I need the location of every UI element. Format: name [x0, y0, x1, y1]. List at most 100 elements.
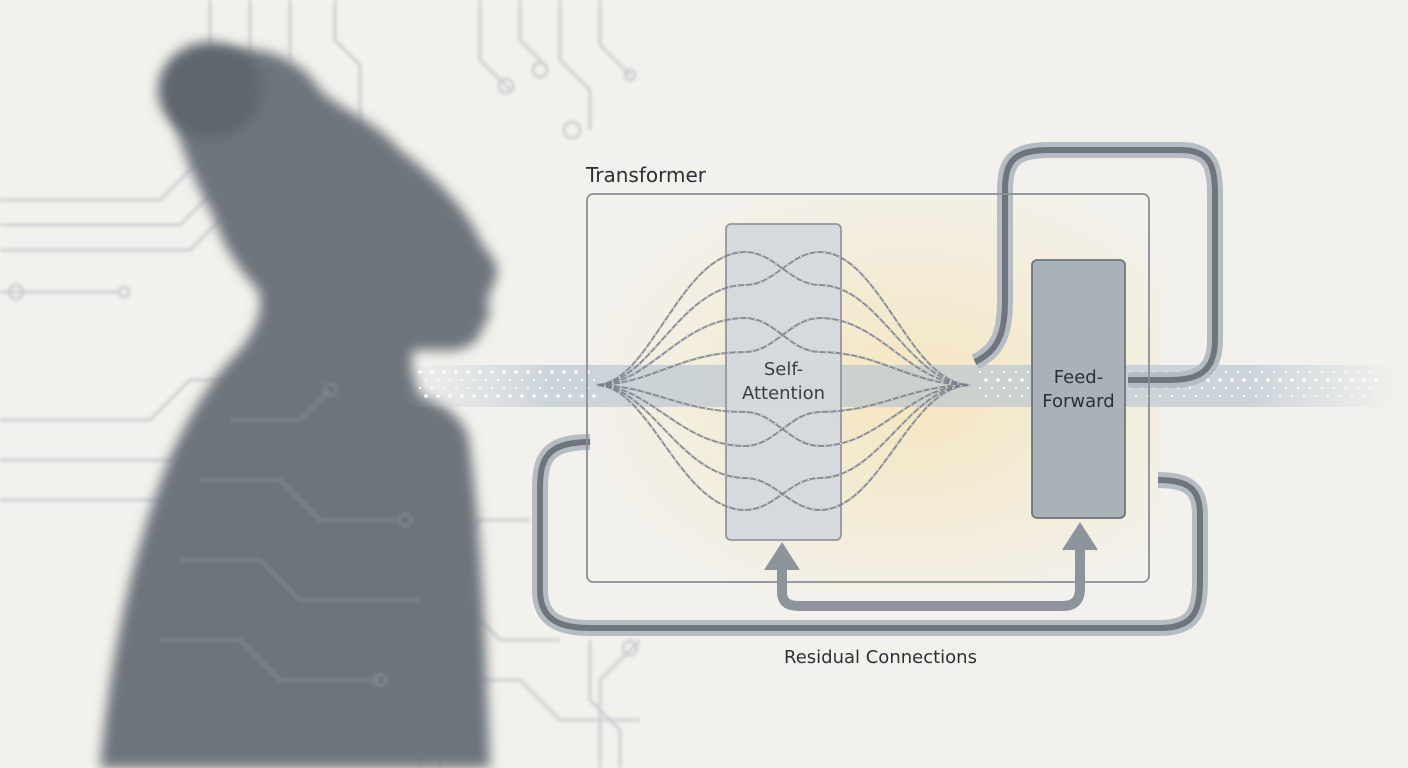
stream-dot	[1014, 370, 1018, 374]
stream-dot	[1290, 378, 1294, 382]
stream-dot	[996, 378, 1000, 382]
stream-dot	[1314, 394, 1318, 398]
stream-dot	[424, 394, 428, 398]
arrow-head-attention	[764, 542, 800, 570]
stream-dot	[538, 370, 542, 374]
stream-dot	[1026, 386, 1030, 390]
stream-dot	[424, 378, 428, 382]
stream-dot	[1008, 378, 1012, 382]
stream-dot	[472, 378, 476, 382]
stream-dot	[1296, 386, 1300, 390]
stream-dot	[1224, 370, 1228, 374]
stream-dot	[514, 370, 518, 374]
stream-dot	[550, 386, 554, 390]
attention-lines	[595, 250, 971, 512]
stream-dot	[538, 386, 542, 390]
stream-dot	[442, 370, 446, 374]
stream-dot	[1218, 394, 1222, 398]
stream-dot	[430, 386, 434, 390]
stream-dot	[1224, 386, 1228, 390]
stream-dot	[508, 394, 512, 398]
stream-dot	[1308, 386, 1312, 390]
stream-dot	[592, 378, 596, 382]
stream-dot	[1362, 378, 1366, 382]
residual-arrows	[777, 548, 1085, 611]
stream-dot	[490, 370, 494, 374]
residual-connections-label: Residual Connections	[784, 647, 977, 668]
attention-line	[595, 316, 971, 386]
stream-dot	[1182, 394, 1186, 398]
stream-dot	[442, 386, 446, 390]
stream-dot	[1230, 394, 1234, 398]
feed-forward-line-2: Forward	[1042, 391, 1115, 412]
stream-dot	[1368, 386, 1372, 390]
person-hair-bun	[158, 42, 262, 138]
stream-dot	[532, 378, 536, 382]
stream-dot	[556, 394, 560, 398]
stream-dot	[1194, 394, 1198, 398]
stream-dot	[550, 370, 554, 374]
stream-dot	[460, 378, 464, 382]
stream-dot	[996, 394, 1000, 398]
stream-dot	[496, 378, 500, 382]
stream-dot	[1266, 394, 1270, 398]
stream-dot	[1242, 394, 1246, 398]
stream-dot	[568, 378, 572, 382]
attention-line	[595, 316, 971, 386]
stream-dot	[1218, 378, 1222, 382]
stream-dot	[1170, 394, 1174, 398]
stream-dot	[1242, 378, 1246, 382]
self-attention-line-1: Self-	[763, 359, 804, 380]
stream-dot	[508, 378, 512, 382]
stream-dot	[1350, 378, 1354, 382]
stream-dot	[1014, 386, 1018, 390]
stream-dot	[1332, 386, 1336, 390]
stream-dot	[1278, 394, 1282, 398]
stream-dot	[1248, 386, 1252, 390]
stream-dot	[556, 378, 560, 382]
stream-dot	[1344, 370, 1348, 374]
stream-dot	[1374, 394, 1378, 398]
person-overlay-traces	[160, 382, 420, 688]
stream-dot	[1236, 370, 1240, 374]
attention-line	[595, 384, 971, 512]
stream-dot	[1206, 378, 1210, 382]
stream-dot	[580, 394, 584, 398]
stream-dot	[1326, 378, 1330, 382]
stream-dot	[574, 386, 578, 390]
stream-dot	[990, 370, 994, 374]
stream-dot	[1308, 370, 1312, 374]
stream-dot	[526, 386, 530, 390]
stream-dot	[1020, 394, 1024, 398]
stream-dot	[466, 370, 470, 374]
stream-dot	[1356, 370, 1360, 374]
stream-dot	[1332, 370, 1336, 374]
attention-line-highlight	[595, 251, 971, 386]
self-attention-line-2: Attention	[741, 383, 826, 404]
stream-dot	[1344, 386, 1348, 390]
stream-dot	[1338, 378, 1342, 382]
stream-dot	[484, 394, 488, 398]
stream-dot	[1206, 394, 1210, 398]
stream-dot	[1230, 378, 1234, 382]
stream-dot	[520, 394, 524, 398]
feed-forward-block	[1031, 259, 1126, 519]
transformer-title: Transformer	[586, 163, 707, 187]
stream-dot	[1278, 378, 1282, 382]
stream-dot	[1302, 378, 1306, 382]
stream-dot	[1302, 394, 1306, 398]
stream-dot	[460, 394, 464, 398]
stream-dot	[568, 394, 572, 398]
residual-loop-top	[971, 142, 1223, 388]
stream-dot	[478, 386, 482, 390]
stream-dot	[544, 394, 548, 398]
stream-dot	[520, 378, 524, 382]
stream-dot	[1350, 394, 1354, 398]
stream-dot	[526, 370, 530, 374]
stream-dot	[502, 386, 506, 390]
stream-dot	[1158, 394, 1162, 398]
attention-line	[595, 384, 971, 448]
stream-dot	[532, 394, 536, 398]
stream-dot	[1320, 386, 1324, 390]
